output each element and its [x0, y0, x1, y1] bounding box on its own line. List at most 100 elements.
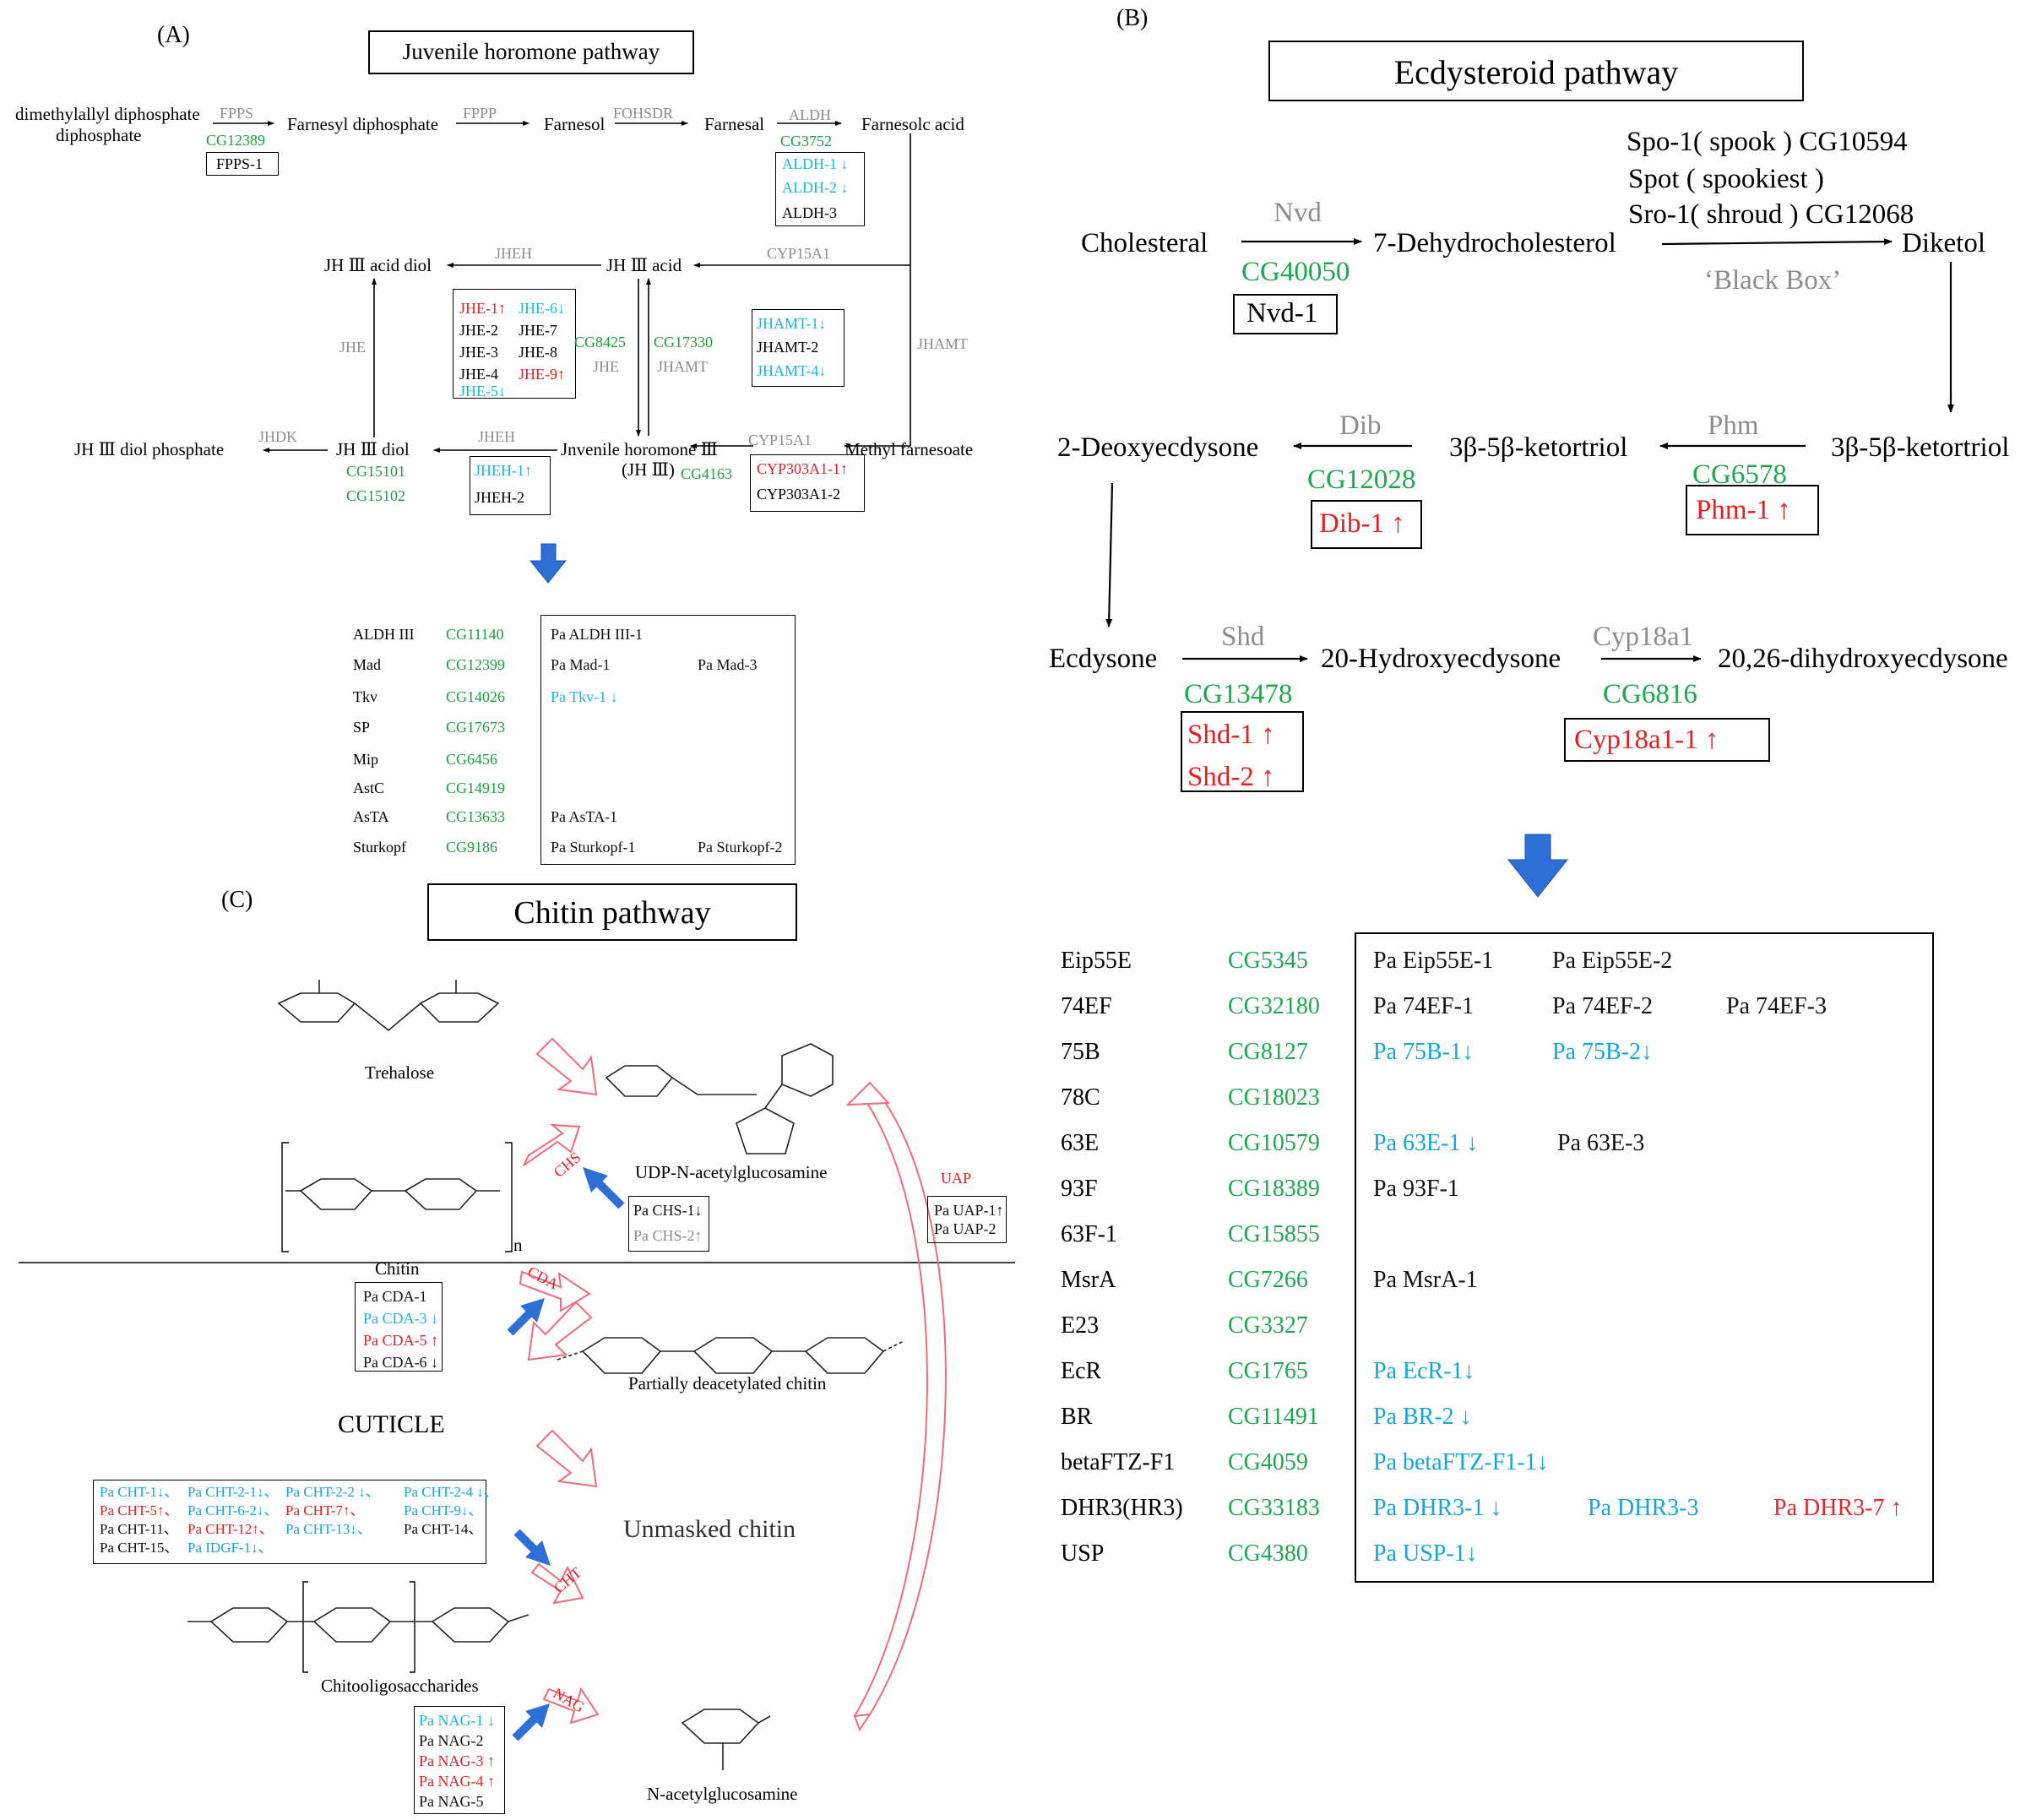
enzyme-fppp: FPPP	[463, 105, 497, 122]
gene-jhe-6: JHE-6↓	[519, 300, 565, 317]
mol-partial-chitin: Partially deacetylated chitin	[628, 1373, 827, 1394]
enzyme-jheh: JHEH	[495, 245, 532, 262]
jh-row-name: AstC	[353, 780, 385, 796]
enzyme-jhamt-mid: JHAMT	[657, 358, 709, 375]
ecd-row-cg: CG18389	[1228, 1176, 1320, 1202]
jh-row-name: Sturkopf	[353, 839, 406, 856]
label-cuticle: CUTICLE	[338, 1410, 445, 1438]
cht-gene: Pa CHT-5↑、	[100, 1502, 179, 1518]
ecd-row-gene: Pa 75B-2↓	[1552, 1039, 1653, 1065]
jh-row-cg: CG6456	[446, 751, 498, 768]
jh-row-name: Mad	[353, 656, 381, 673]
ecd-row-name: DHR3(HR3)	[1061, 1495, 1183, 1521]
gene-jhamt-4: JHAMT-4↓	[757, 362, 827, 379]
ecd-row-cg: CG5345	[1228, 948, 1308, 974]
gene-jheh-2: JHEH-2	[475, 489, 524, 506]
node-ketortriol-1: 3β-5β-ketortriol	[1449, 432, 1628, 463]
node-cholesteral: Cholesteral	[1081, 228, 1208, 258]
chs-gene-box	[628, 1196, 709, 1252]
ecd-row-gene: Pa DHR3-7 ↑	[1773, 1495, 1903, 1521]
nag-gene: Pa NAG-3 ↑	[419, 1752, 495, 1769]
mol-chitin: Chitin	[375, 1258, 420, 1279]
cht-gene: Pa CHT-2-4 ↓、	[404, 1484, 498, 1500]
chitin-n-subscript: n	[513, 1235, 523, 1255]
nag-gene: Pa NAG-2	[419, 1732, 484, 1749]
uap-gene-box	[927, 1196, 1007, 1243]
node-dmapp-2: diphosphate	[56, 125, 142, 145]
ecd-row-gene: Pa 74EF-3	[1726, 993, 1827, 1019]
gene-jhe-9: JHE-9↑	[519, 366, 565, 383]
jh-row-cg: CG9186	[446, 839, 498, 856]
ecd-row-gene: Pa betaFTZ-F1-1↓	[1373, 1449, 1549, 1475]
enzyme-dib: Dib	[1339, 410, 1382, 441]
cht-gene: Pa CHT-6-2↓、	[187, 1502, 279, 1518]
ecd-row-name: Eip55E	[1061, 948, 1132, 974]
nag-gene-box	[414, 1706, 505, 1814]
ecd-row-cg: CG3327	[1228, 1312, 1308, 1339]
panel-b-title-box	[1268, 41, 1804, 101]
enzyme-cyp15a1-2: CYP15A1	[748, 432, 812, 448]
cg-aldh: CG3752	[780, 133, 833, 149]
ecd-row-gene: Pa DHR3-3	[1588, 1495, 1699, 1521]
gene-fpps-1: FPPS-1	[216, 155, 263, 172]
nvd-gene-box	[1233, 294, 1338, 334]
panel-a-title-box	[368, 30, 694, 74]
cda-gene-box	[355, 1282, 443, 1372]
spook-line-2: Spot ( spookiest )	[1628, 164, 1824, 194]
ecd-row-name: BR	[1061, 1404, 1093, 1430]
jhe-gene-box	[453, 289, 576, 399]
node-farnesoic-acid: Farnesolc acid	[861, 114, 964, 134]
jh-row-name: SP	[353, 719, 371, 736]
enzyme-cyp15a1: CYP15A1	[767, 245, 831, 262]
nag-gene: Pa NAG-5	[419, 1793, 484, 1810]
gene-jhe-2: JHE-2	[459, 322, 498, 339]
gene-shd-2: Shd-2 ↑	[1187, 762, 1275, 792]
fpps-gene-box	[206, 152, 279, 176]
panel-c-label: (C)	[221, 887, 253, 913]
cht-gene: Pa IDGF-1↓、	[187, 1540, 273, 1556]
cyp303-gene-box	[750, 454, 865, 512]
chs-gene: Pa CHS-2↑	[633, 1227, 703, 1244]
ecd-row-gene: Pa BR-2 ↓	[1373, 1404, 1472, 1430]
cht-gene: Pa CHT-2-2 ↓、	[285, 1484, 380, 1500]
gene-jhamt-1: JHAMT-1↓	[757, 315, 827, 332]
ecd-row-cg: CG4059	[1228, 1449, 1308, 1475]
gene-aldh-3: ALDH-3	[782, 204, 837, 221]
panel-b-label: (B)	[1116, 5, 1149, 31]
ecd-row-gene: Pa EcR-1↓	[1373, 1358, 1475, 1384]
ecd-row-cg: CG8127	[1228, 1039, 1308, 1065]
ecd-row-name: 63F-1	[1061, 1221, 1117, 1247]
cht-gene: Pa CHT-15、	[100, 1540, 179, 1556]
mol-n-acetylglucosamine: N-acetylglucosamine	[647, 1784, 798, 1804]
cht-gene: Pa CHT-14、	[404, 1521, 483, 1537]
jh-row-gene: Pa ALDH III-1	[551, 626, 643, 643]
cg-dib: CG12028	[1307, 465, 1416, 495]
cht-gene: Pa CHT-13↓、	[285, 1521, 372, 1537]
cg-nvd: CG40050	[1241, 257, 1350, 287]
ecdysteroid-gene-table-box	[1355, 932, 1934, 1583]
spook-line-3: Sro-1( shroud ) CG12068	[1628, 199, 1914, 230]
node-ecdysone: Ecdysone	[1049, 644, 1158, 674]
node-farnesal: Farnesal	[704, 114, 765, 134]
ecd-row-name: 93F	[1061, 1176, 1098, 1202]
gene-shd-1: Shd-1 ↑	[1187, 720, 1275, 750]
cg-fpps: CG12389	[206, 132, 266, 149]
cda-gene: Pa CDA-6 ↓	[363, 1354, 438, 1371]
node-jh3: Jnvenile horomone Ⅲ	[561, 439, 718, 459]
cda-gene: Pa CDA-3 ↓	[363, 1310, 438, 1327]
node-jh-diol-phosphate: JH Ⅲ diol phosphate	[74, 439, 225, 459]
jh-row-cg: CG11140	[446, 626, 504, 643]
ecd-row-gene: Pa Eip55E-1	[1373, 948, 1494, 974]
ecd-row-cg: CG11491	[1228, 1404, 1319, 1430]
ecd-row-cg: CG1765	[1228, 1358, 1308, 1384]
nag-gene: Pa NAG-1 ↓	[419, 1712, 495, 1729]
cg-4163: CG4163	[681, 465, 733, 482]
cg-15102: CG15102	[346, 487, 406, 504]
node-diketol: Diketol	[1902, 228, 1985, 258]
node-jh-acid-diol: JH Ⅲ acid diol	[324, 255, 432, 275]
jh-row-name: AsTA	[353, 808, 389, 825]
gene-jhe-7: JHE-7	[519, 322, 557, 339]
gene-jhamt-2: JHAMT-2	[757, 339, 819, 356]
gene-jhe-8: JHE-8	[519, 344, 557, 361]
